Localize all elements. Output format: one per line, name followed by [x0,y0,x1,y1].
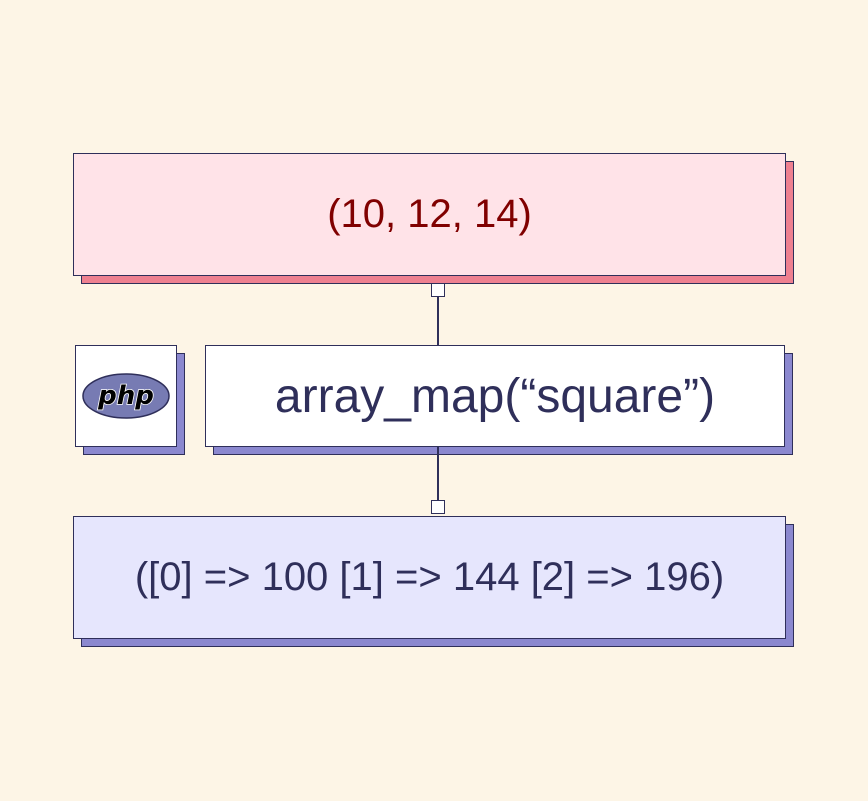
function-call-label: array_map(“square”) [274,369,716,423]
connector-line-output [437,447,439,500]
input-array-label: (10, 12, 14) [327,192,532,236]
output-array-label: ([0] => 100 [1] => 144 [2] => 196) [134,555,725,599]
connector-line-input [437,297,439,345]
php-logo-text: php [97,381,154,411]
output-block: ([0] => 100 [1] => 144 [2] => 196) [73,516,786,639]
connector-port-output [431,500,445,514]
php-logo-icon: php [82,373,170,419]
function-block: array_map(“square”) [205,345,785,447]
input-block: (10, 12, 14) [73,153,786,276]
connector-port-input [431,283,445,297]
php-logo-box: php [75,345,177,447]
